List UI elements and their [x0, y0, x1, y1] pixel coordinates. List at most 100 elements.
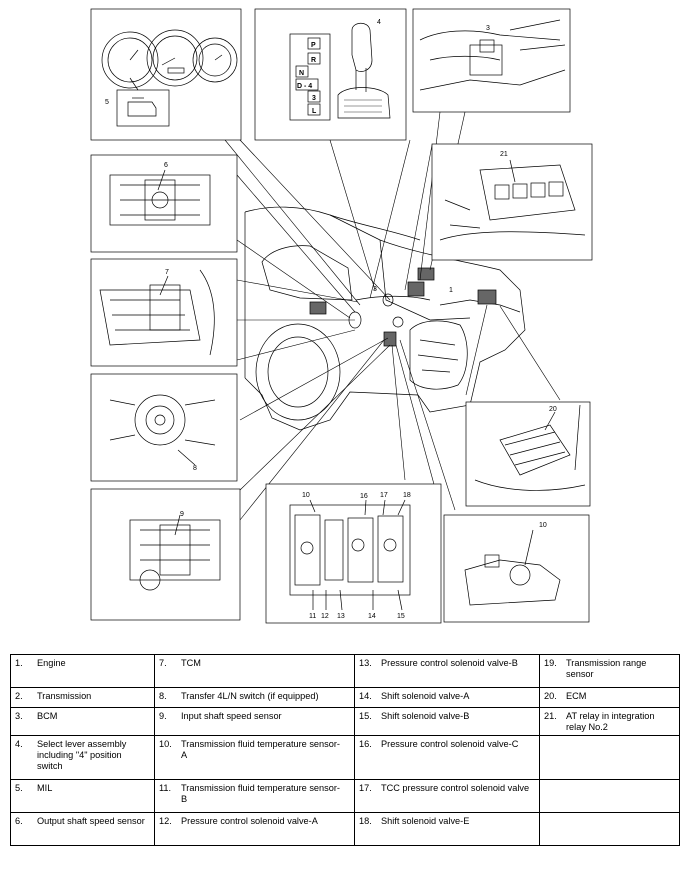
legend-cell: 11. Transmission fluid temperature sensor…: [154, 779, 355, 813]
gate-n: N: [299, 70, 304, 77]
legend-text: BCM: [37, 711, 58, 721]
legend-text: Transmission range sensor: [566, 658, 647, 679]
legend-text: Transmission fluid temperature sensor-B: [181, 783, 340, 804]
inset-input-shaft-sensor: [90, 488, 241, 621]
legend-number: 10.: [159, 739, 172, 749]
callout-3-main: 3: [373, 286, 377, 293]
legend-number: 8.: [159, 691, 167, 701]
callout-14: 14: [368, 613, 376, 620]
callout-20: 20: [549, 406, 557, 413]
legend-text: Shift solenoid valve-E: [381, 816, 470, 826]
legend-number: 18.: [359, 816, 372, 826]
legend-cell: 10. Transmission fluid temperature sensor…: [154, 735, 355, 780]
callout-18: 18: [403, 492, 411, 499]
legend-row: 1.Engine 7. TCM 13.Pressure control solenoi…: [10, 654, 680, 688]
legend-number: 6.: [15, 816, 23, 826]
legend-text: Transmission fluid temperature sensor-A: [181, 739, 340, 760]
legend-number: 15.: [359, 711, 372, 721]
legend-number: 20.: [544, 691, 557, 701]
legend-number: 14.: [359, 691, 372, 701]
legend-text: TCM: [181, 658, 201, 668]
gate-l: L: [312, 108, 317, 115]
legend-text: Shift solenoid valve-A: [381, 691, 470, 701]
callout-11: 11: [309, 613, 316, 620]
legend-number: 2.: [15, 691, 23, 701]
legend-cell: 3. BCM: [10, 707, 155, 736]
legend-cell: 4. Select lever assembly including "4" po…: [10, 735, 155, 780]
legend-number: 3.: [15, 711, 23, 721]
inset-select-lever: [254, 8, 407, 141]
component-location-diagram: 1 3 3 4 5 6 7 8 9 10 10 11 12 13 14 15 1…: [90, 8, 593, 624]
legend-text: MIL: [37, 783, 53, 793]
inset-range-sensor: [443, 514, 590, 623]
legend-number: 7.: [159, 658, 167, 668]
vehicle-outline: [244, 206, 526, 431]
legend-text: Output shaft speed sensor: [37, 816, 145, 826]
legend-cell: 18. Shift solenoid valve-E: [354, 812, 540, 846]
legend-text: TCC pressure control solenoid valve: [381, 783, 530, 793]
callout-4: 4: [377, 19, 381, 26]
callout-21: 21: [500, 151, 508, 158]
legend-cell: 2. Transmission: [10, 687, 155, 708]
callout-17: 17: [380, 492, 388, 499]
legend-number: 21.: [544, 711, 557, 721]
inset-relay-box: [431, 143, 593, 261]
callout-1: 1: [449, 287, 453, 294]
legend-row: 4. Select lever assembly including "4" po…: [10, 735, 680, 780]
legend-row: 3. BCM 9. Input shaft speed sensor 15. Shift …: [10, 707, 680, 736]
legend-cell: 12.Pressure control solenoid valve-A: [154, 812, 355, 846]
legend-number: 9.: [159, 711, 167, 721]
legend-number: 16.: [359, 739, 372, 749]
callout-16: 16: [360, 493, 368, 500]
legend-text: Transfer 4L/N switch (if equipped): [181, 691, 319, 701]
inset-instrument-cluster: [90, 8, 242, 141]
gate-r: R: [311, 57, 316, 64]
legend-cell: 9. Input shaft speed sensor: [154, 707, 355, 736]
legend-cell: 14. Shift solenoid valve-A: [354, 687, 540, 708]
legend-cell: [539, 779, 680, 813]
inset-bcm: [412, 8, 571, 113]
legend-number: 12.: [159, 816, 172, 826]
legend-number: 11.: [159, 783, 172, 793]
inset-valve-body: [265, 483, 442, 624]
legend-number: 1.: [15, 658, 23, 668]
legend-cell: [539, 812, 680, 846]
legend-number: 19.: [544, 658, 557, 668]
legend-text: ECM: [566, 691, 587, 701]
legend-cell: 19. Transmission range sensor: [539, 654, 680, 688]
legend-row: 6. Output shaft speed sensor 12.Pressure c…: [10, 812, 680, 846]
gate-p: P: [311, 42, 316, 49]
legend-cell: 5. MIL: [10, 779, 155, 813]
callout-numbers: 1 3 3 4 5 6 7 8 9 10 10 11 12 13 14 15 1…: [105, 19, 557, 620]
callout-15: 15: [397, 613, 405, 620]
gate-d4: D - 4: [297, 83, 312, 90]
inset-transfer-switch: [90, 373, 238, 482]
legend-text: Select lever assembly including "4" posi…: [37, 739, 127, 771]
legend-cell: 13.Pressure control solenoid valve-B: [354, 654, 540, 688]
legend-number: 5.: [15, 783, 23, 793]
legend-cell: 1.Engine: [10, 654, 155, 688]
legend-row: 5. MIL 11. Transmission fluid temperature s…: [10, 779, 680, 813]
legend-number: 13.: [359, 658, 372, 668]
legend-row: 2. Transmission 8. Transfer 4L/N switch (if…: [10, 687, 680, 708]
legend-text: Pressure control solenoid valve-C: [381, 739, 519, 749]
legend-cell: 16. Pressure control solenoid valve-C: [354, 735, 540, 780]
legend-text: Shift solenoid valve-B: [381, 711, 470, 721]
legend-text: Input shaft speed sensor: [181, 711, 282, 721]
callout-3-inset: 3: [486, 25, 490, 32]
leader-lines: [224, 111, 561, 521]
legend-text: AT relay in integration relay No.2: [566, 711, 655, 732]
legend-cell: 21. AT relay in integration relay No.2: [539, 707, 680, 736]
callout-10-range: 10: [539, 522, 547, 529]
legend-cell: 8. Transfer 4L/N switch (if equipped): [154, 687, 355, 708]
shifter-gate-labels: P R N D - 4 3 L: [297, 42, 317, 115]
callout-10-valve: 10: [302, 492, 310, 499]
callout-12: 12: [321, 613, 329, 620]
legend-number: 4.: [15, 739, 23, 749]
legend-text: Transmission: [37, 691, 92, 701]
callout-9: 9: [180, 511, 184, 518]
inset-tcm: [90, 258, 238, 367]
legend-number: 17.: [359, 783, 372, 793]
callout-13: 13: [337, 613, 345, 620]
